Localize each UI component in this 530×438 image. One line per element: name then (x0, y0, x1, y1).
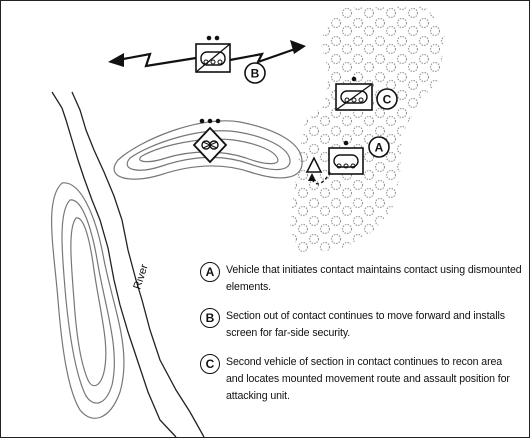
legend-item-a: A Vehicle that initiates contact maintai… (200, 262, 522, 296)
vehicle-c-icon (335, 76, 373, 111)
legend-badge-b: B (200, 308, 220, 328)
legend-badge-a: A (200, 262, 220, 282)
legend-text-c: Second vehicle of section in contact con… (226, 356, 510, 402)
marker-a: A (368, 136, 390, 158)
woods-area (290, 6, 445, 252)
marker-b-label: B (251, 67, 260, 81)
river (51, 91, 205, 438)
marker-a-label: A (375, 141, 384, 155)
legend-text-b: Section out of contact continues to move… (226, 310, 505, 339)
legend-item-c: C Second vehicle of section in contact c… (200, 354, 522, 405)
vehicle-b-icon (195, 35, 231, 73)
observation-post-icon (305, 156, 323, 173)
arrow-right-icon (290, 40, 306, 54)
dismount-arrow-icon (308, 173, 316, 181)
arrow-left-icon (108, 53, 124, 67)
legend-text-a: Vehicle that initiates contact maintains… (226, 264, 522, 293)
dismount-route (311, 171, 331, 185)
marker-c-label: C (383, 93, 392, 107)
marker-c: C (376, 88, 398, 110)
enemy-unit-icon (192, 118, 228, 164)
vehicle-a-icon (328, 140, 364, 175)
marker-b: B (244, 62, 266, 84)
river-label: River (131, 262, 150, 290)
hill-west (51, 182, 125, 419)
legend-badge-c: C (200, 354, 220, 374)
legend-item-b: B Section out of contact continues to mo… (200, 308, 522, 342)
screen-line (117, 46, 299, 68)
